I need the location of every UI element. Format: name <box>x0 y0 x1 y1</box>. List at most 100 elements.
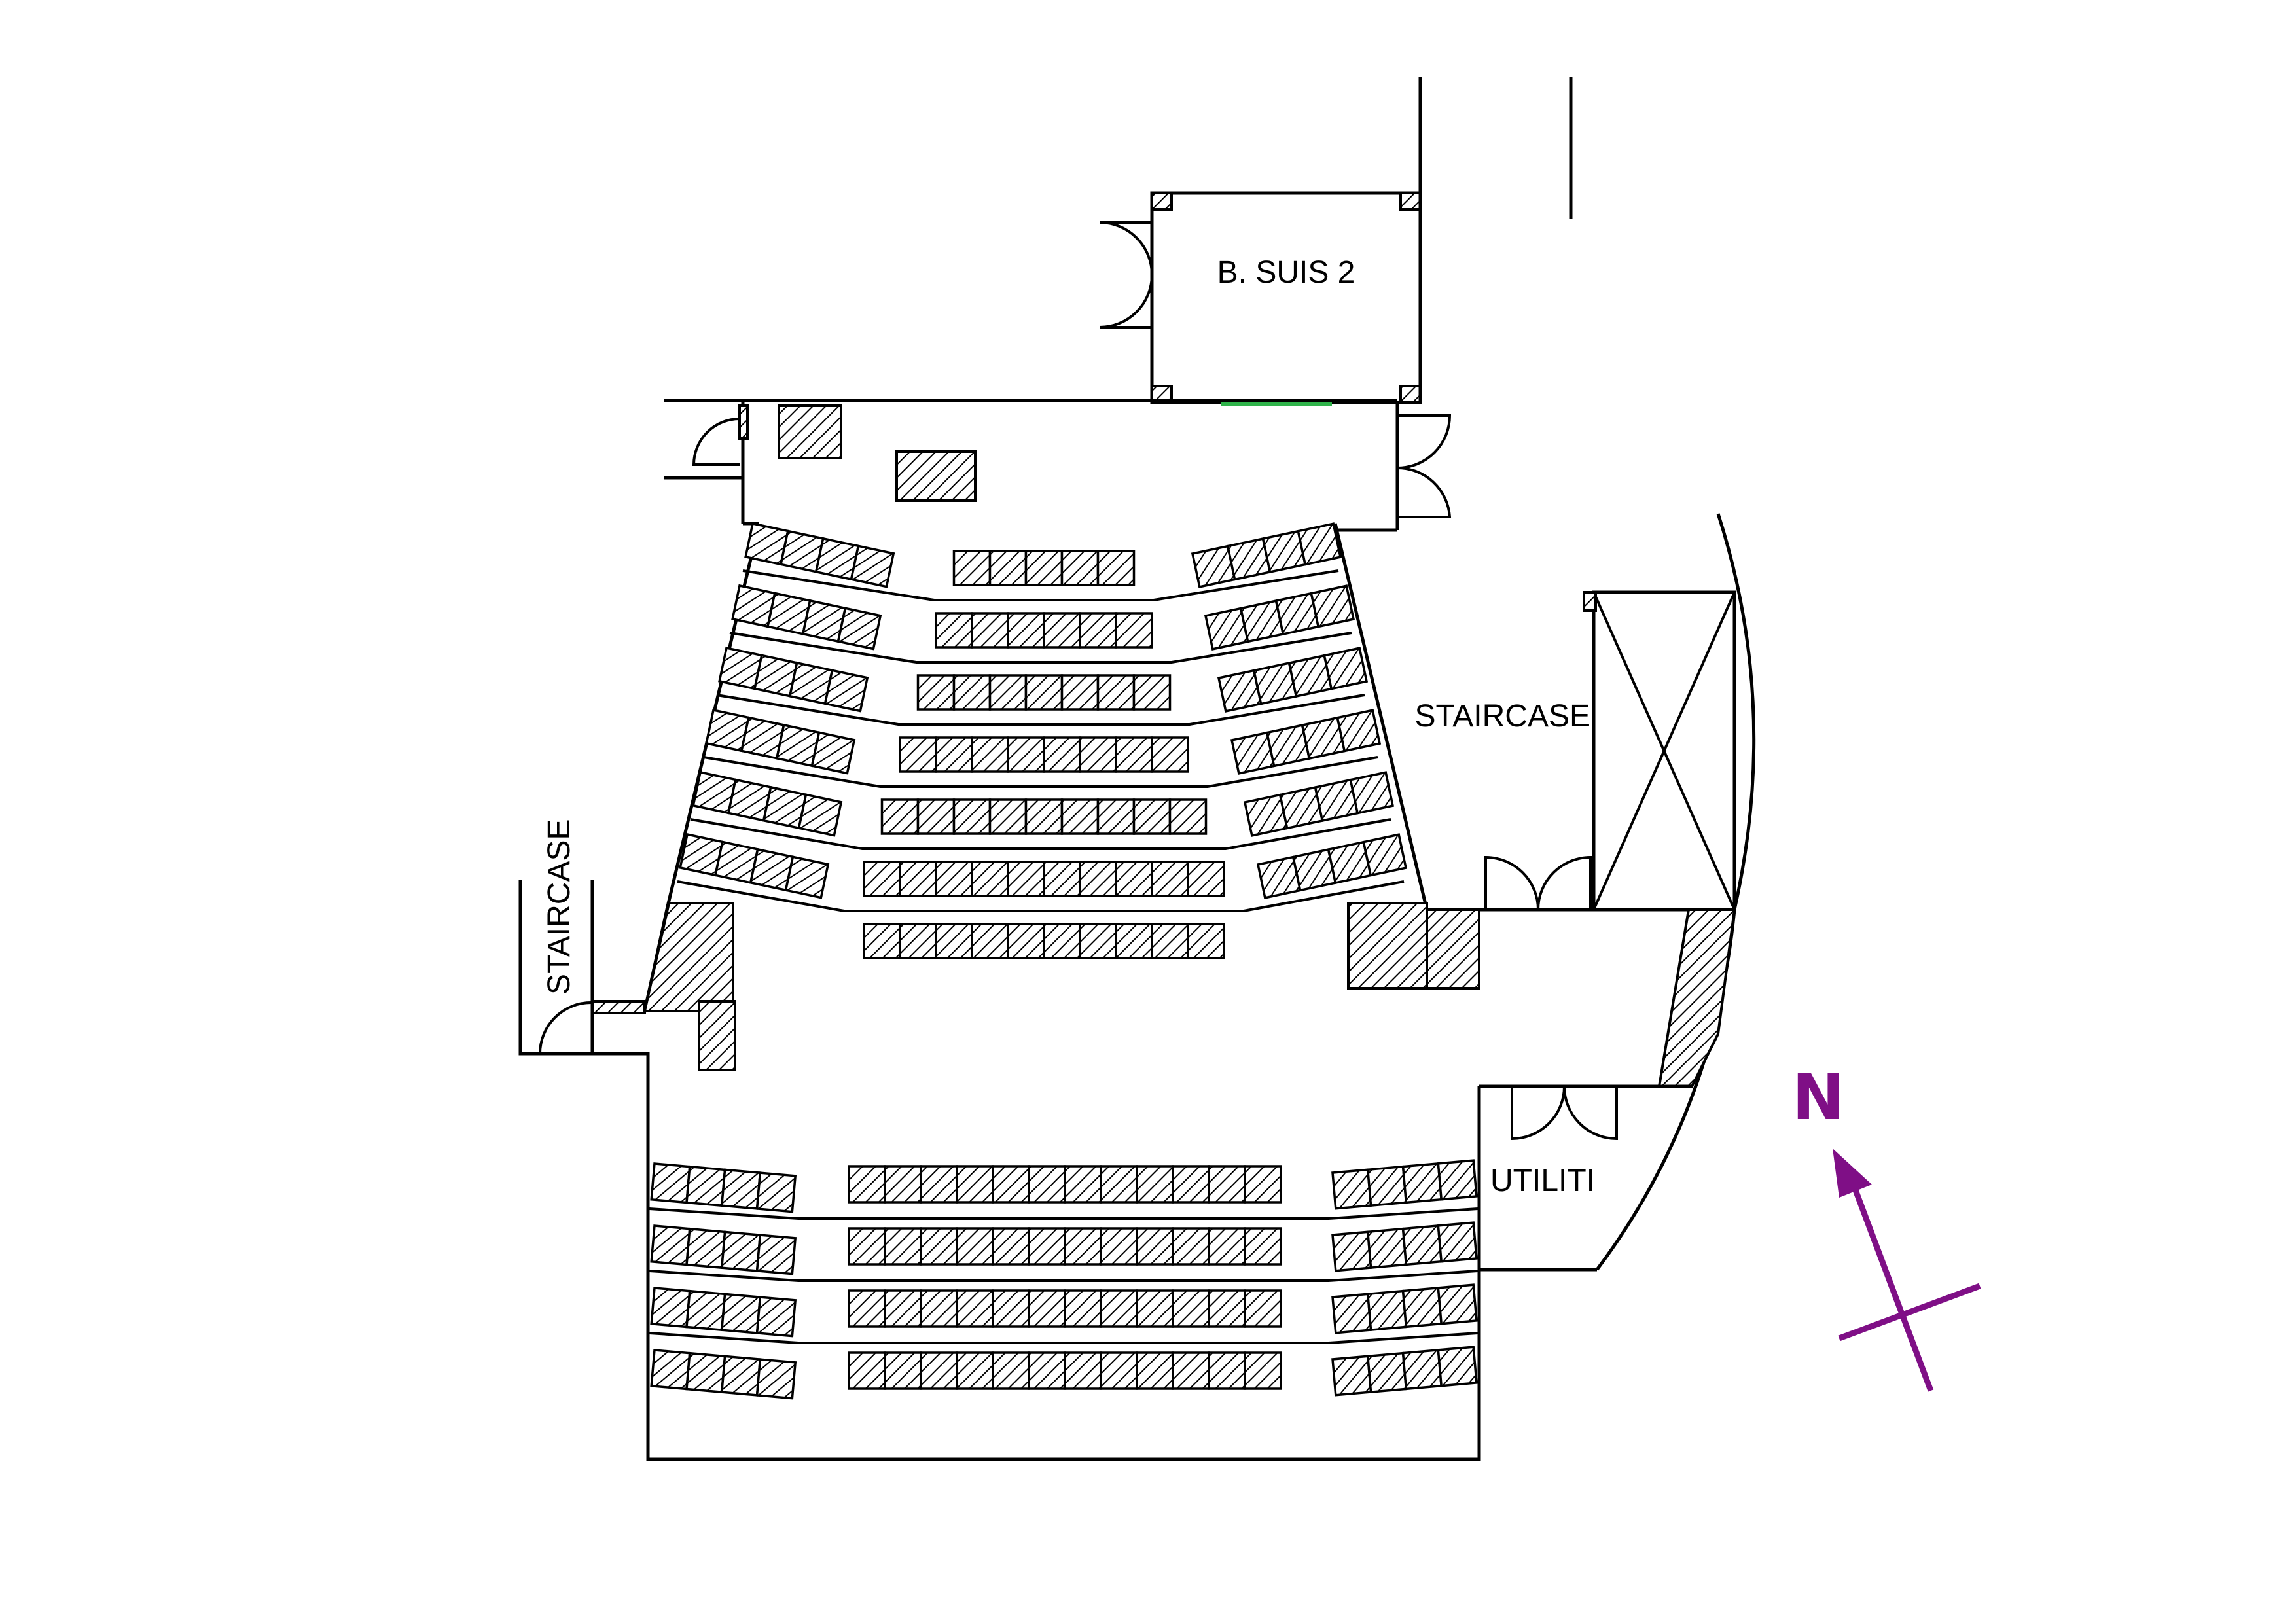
seat <box>1079 923 1117 959</box>
seat <box>1437 1221 1478 1263</box>
seat <box>650 1287 691 1329</box>
seat <box>650 1224 691 1266</box>
seat <box>1244 1227 1282 1266</box>
seat <box>850 544 895 588</box>
seat <box>755 1296 797 1338</box>
seat <box>992 1165 1030 1204</box>
north-arrow-icon <box>1833 1149 1872 1198</box>
north-arrow-letter: N <box>1792 1061 1844 1134</box>
lower-center-row <box>848 1227 1282 1266</box>
upper-center-row <box>935 612 1153 649</box>
upper-left-row <box>718 646 869 713</box>
double-door-staircase-east <box>1484 855 1592 910</box>
seat <box>956 1227 994 1266</box>
aisle-divider <box>649 1270 1479 1282</box>
seat <box>988 674 1028 711</box>
aisle-divider <box>703 756 1378 788</box>
seat <box>1028 1289 1066 1328</box>
seat <box>1043 612 1081 649</box>
lower-right-row <box>1331 1346 1478 1397</box>
double-door-b-suis-west <box>1099 221 1153 329</box>
seat <box>1297 522 1342 566</box>
seat <box>755 1171 797 1213</box>
seat <box>1187 861 1225 897</box>
seat <box>1136 1165 1174 1204</box>
seat <box>1007 923 1045 959</box>
seat <box>1115 861 1153 897</box>
seat <box>848 1227 886 1266</box>
staircase-west: STAIRCASE <box>518 819 646 1056</box>
seat <box>1064 1289 1102 1328</box>
seat <box>836 607 882 651</box>
seat <box>1331 1355 1372 1397</box>
seat <box>1100 1165 1138 1204</box>
seat <box>884 1351 922 1390</box>
north-arrow: N <box>1792 1061 1981 1392</box>
seat <box>1244 1351 1282 1390</box>
seat <box>988 550 1028 586</box>
seat <box>823 669 869 713</box>
seat <box>1401 1348 1443 1391</box>
aisle-divider <box>742 569 1339 601</box>
seat <box>935 861 973 897</box>
seat <box>884 1289 922 1328</box>
seat <box>1096 550 1136 586</box>
seat <box>1437 1346 1478 1387</box>
pillar <box>778 404 842 459</box>
seat <box>1151 736 1189 773</box>
seat <box>685 1289 726 1332</box>
door-marker <box>1221 400 1332 406</box>
seat <box>1208 1351 1246 1390</box>
seat <box>1168 798 1208 835</box>
seat <box>1100 1351 1138 1390</box>
seat <box>1151 861 1189 897</box>
column-east-2 <box>1426 908 1480 990</box>
seat <box>992 1227 1030 1266</box>
double-door-utiliti <box>1511 1086 1618 1141</box>
seat <box>1064 1227 1102 1266</box>
seat <box>1437 1159 1478 1201</box>
seat <box>1043 923 1081 959</box>
seat <box>755 1234 797 1275</box>
lower-left-row <box>650 1162 797 1213</box>
upper-right-row <box>1243 771 1395 837</box>
lower-right-row <box>1331 1159 1478 1210</box>
seat <box>920 1227 958 1266</box>
lower-left-row <box>650 1287 797 1338</box>
upper-center-row <box>899 736 1189 773</box>
seat <box>1151 923 1189 959</box>
upper-center-row <box>880 798 1208 835</box>
seat <box>1187 923 1225 959</box>
seat <box>1132 674 1172 711</box>
lower-right-row <box>1331 1283 1478 1334</box>
seat <box>971 736 1009 773</box>
lower-center-row <box>848 1165 1282 1204</box>
seat <box>755 1358 797 1400</box>
column-east <box>1347 902 1428 990</box>
seat <box>1028 1165 1066 1204</box>
seat <box>1064 1351 1102 1390</box>
seat <box>1064 1165 1102 1204</box>
room-b-suis-2: B. SUIS 2 <box>1150 191 1422 406</box>
seat <box>1349 771 1395 815</box>
seat <box>935 923 973 959</box>
column-curve <box>1657 908 1736 1088</box>
seat <box>1401 1224 1443 1266</box>
seat <box>1208 1165 1246 1204</box>
upper-tier-seating <box>677 522 1408 959</box>
seat <box>1323 647 1369 690</box>
seat <box>1310 584 1355 628</box>
lower-hall-walls: UTILITI <box>592 1052 1692 1461</box>
column-west <box>643 902 734 1012</box>
seat <box>1060 674 1100 711</box>
seat <box>1437 1283 1478 1325</box>
seat <box>863 861 901 897</box>
aisle-divider <box>690 818 1391 850</box>
seat <box>1136 1289 1174 1328</box>
seat <box>916 674 956 711</box>
seat <box>1331 1230 1372 1272</box>
seat <box>971 923 1009 959</box>
seat <box>720 1293 762 1334</box>
seat <box>1096 674 1136 711</box>
